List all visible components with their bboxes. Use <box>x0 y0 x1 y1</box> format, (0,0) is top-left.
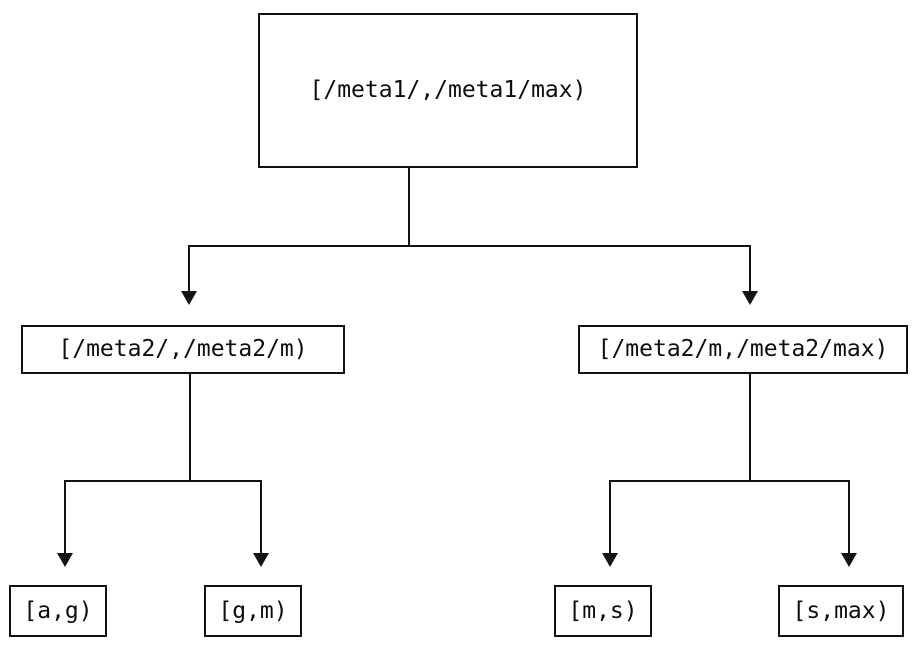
arrow-midright-to-leaf-smax-icon <box>841 553 857 567</box>
arrow-midright-to-leaf-ms-icon <box>602 553 618 567</box>
node-mid-left[interactable]: [/meta2/,/meta2/m) <box>21 325 345 374</box>
node-leaf-g-m-label: [g,m) <box>218 597 288 624</box>
edge-midleft-stem <box>189 374 191 481</box>
edge-root-to-midright <box>749 245 751 292</box>
edge-midright-to-leaf-ms <box>609 480 611 554</box>
edge-midright-stem <box>749 374 751 481</box>
arrow-midleft-to-leaf-ag-icon <box>57 553 73 567</box>
edge-midleft-bar <box>64 480 262 482</box>
node-leaf-m-s-label: [m,s) <box>568 597 638 624</box>
edge-root-to-midleft <box>188 245 190 292</box>
arrow-root-to-midleft-icon <box>181 291 197 305</box>
node-root-label: [/meta1/,/meta1/max) <box>309 77 587 103</box>
node-leaf-a-g-label: [a,g) <box>23 597 93 624</box>
node-leaf-s-max-label: [s,max) <box>792 597 890 624</box>
edge-root-bar <box>188 245 751 247</box>
node-leaf-a-g[interactable]: [a,g) <box>9 585 107 637</box>
edge-midleft-to-leaf-gm <box>260 480 262 554</box>
node-mid-left-label: [/meta2/,/meta2/m) <box>58 336 308 362</box>
edge-midright-bar <box>609 480 850 482</box>
arrow-midleft-to-leaf-gm-icon <box>253 553 269 567</box>
edge-midright-to-leaf-smax <box>848 480 850 554</box>
node-mid-right-label: [/meta2/m,/meta2/max) <box>597 336 889 362</box>
node-mid-right[interactable]: [/meta2/m,/meta2/max) <box>578 325 908 374</box>
node-leaf-s-max[interactable]: [s,max) <box>778 585 904 637</box>
arrow-root-to-midright-icon <box>742 291 758 305</box>
node-leaf-m-s[interactable]: [m,s) <box>554 585 652 637</box>
node-root[interactable]: [/meta1/,/meta1/max) <box>258 13 638 168</box>
edge-midleft-to-leaf-ag <box>64 480 66 554</box>
edge-root-stem <box>408 168 410 247</box>
node-leaf-g-m[interactable]: [g,m) <box>204 585 302 637</box>
